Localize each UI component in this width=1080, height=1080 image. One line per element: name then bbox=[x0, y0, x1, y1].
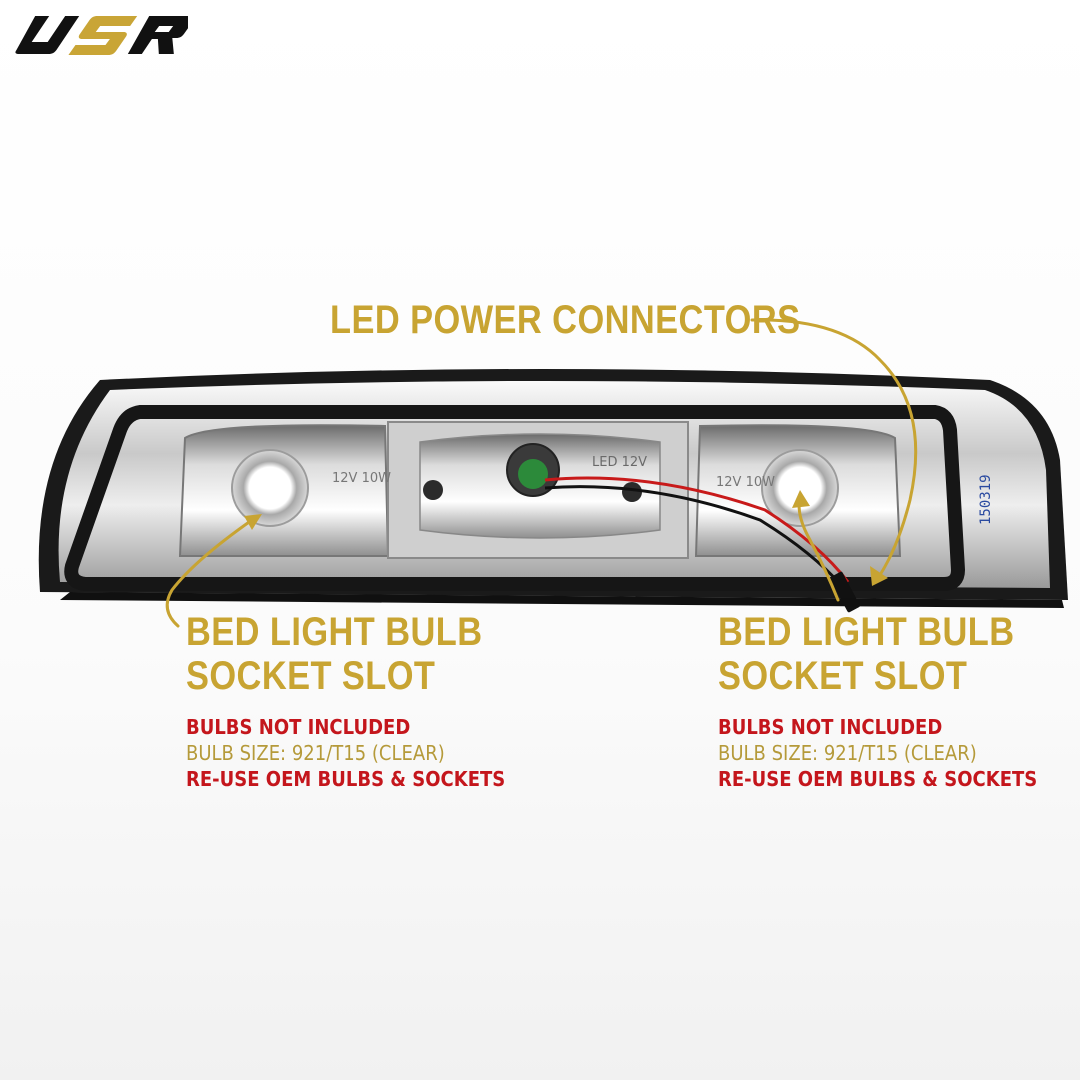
bed-left-note-bulb-size: BULB SIZE: 921/T15 (CLEAR) bbox=[186, 741, 445, 765]
bed-right-note-not-included: BULBS NOT INCLUDED bbox=[718, 715, 943, 739]
center-module-marking: LED 12V bbox=[592, 455, 647, 470]
bed-left-title-line2: SOCKET SLOT bbox=[186, 654, 436, 698]
bed-right-title-line2: SOCKET SLOT bbox=[718, 654, 968, 698]
bed-left-details: BULBS NOT INCLUDED BULB SIZE: 921/T15 (C… bbox=[186, 714, 541, 792]
bed-right-note-reuse: RE-USE OEM BULBS & SOCKETS bbox=[718, 767, 1038, 791]
logo-r bbox=[127, 16, 188, 54]
serial-marking: 150319 bbox=[978, 474, 994, 525]
logo-s bbox=[68, 16, 138, 55]
bed-left-title-line1: BED LIGHT BULB bbox=[186, 610, 483, 654]
bed-light-callout-left: BED LIGHT BULB SOCKET SLOT BULBS NOT INC… bbox=[186, 610, 541, 792]
right-socket-marking: 12V 10W bbox=[716, 475, 775, 490]
logo-u bbox=[15, 16, 80, 54]
bed-right-details: BULBS NOT INCLUDED BULB SIZE: 921/T15 (C… bbox=[718, 714, 1073, 792]
led-power-title: LED POWER CONNECTORS bbox=[330, 298, 801, 342]
bed-left-note-reuse: RE-USE OEM BULBS & SOCKETS bbox=[186, 767, 506, 791]
bed-left-note-not-included: BULBS NOT INCLUDED bbox=[186, 715, 411, 739]
led-power-callout: LED POWER CONNECTORS bbox=[330, 298, 877, 342]
bed-right-note-bulb-size: BULB SIZE: 921/T15 (CLEAR) bbox=[718, 741, 977, 765]
third-brake-light-housing: 12V 10W LED 12V 12V 10W 150319 bbox=[38, 369, 1068, 613]
usr-logo bbox=[15, 16, 188, 55]
left-socket-marking: 12V 10W bbox=[332, 471, 391, 486]
foam-gasket bbox=[64, 405, 966, 591]
bed-light-callout-right: BED LIGHT BULB SOCKET SLOT BULBS NOT INC… bbox=[718, 610, 1073, 792]
bed-right-title-line1: BED LIGHT BULB bbox=[718, 610, 1015, 654]
